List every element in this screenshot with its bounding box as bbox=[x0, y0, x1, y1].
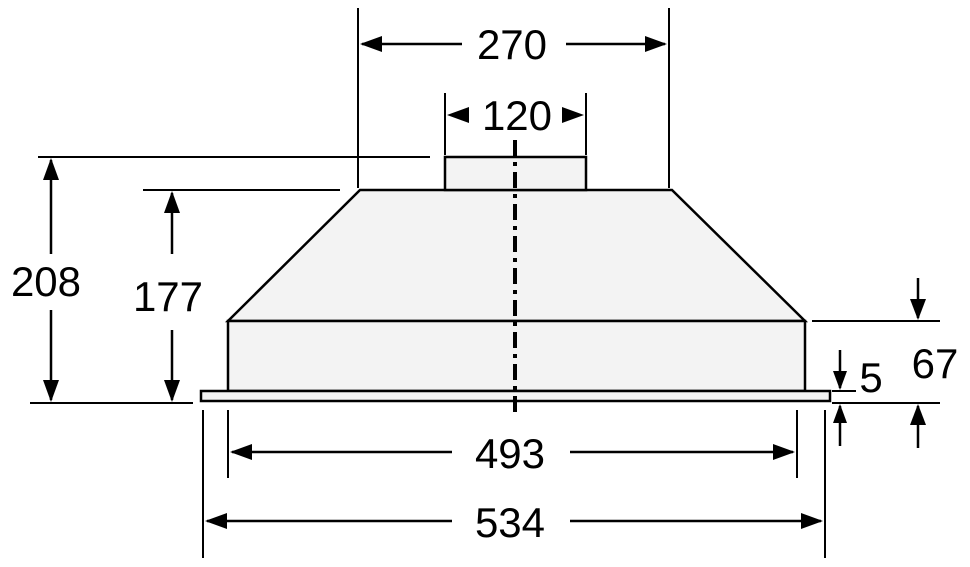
label-inner-width: 493 bbox=[475, 430, 545, 477]
dimension-inner-width: 493 bbox=[230, 430, 795, 477]
label-outlet-width: 120 bbox=[482, 92, 552, 139]
extension-lines bbox=[30, 8, 940, 558]
label-body-height: 177 bbox=[133, 273, 203, 320]
label-total-height: 208 bbox=[11, 258, 81, 305]
label-rim-height: 67 bbox=[912, 340, 959, 387]
label-outer-width: 534 bbox=[475, 499, 545, 546]
dimension-top-width: 270 bbox=[360, 21, 667, 68]
dimension-total-height: 208 bbox=[11, 158, 81, 402]
dimension-flange-thickness: 5 bbox=[833, 350, 883, 446]
label-top-width: 270 bbox=[477, 21, 547, 68]
dimension-outlet-width: 120 bbox=[447, 92, 584, 139]
dimension-body-height: 177 bbox=[133, 191, 203, 402]
label-flange-thickness: 5 bbox=[859, 354, 882, 401]
dimension-rim-height: 67 bbox=[910, 278, 958, 448]
dimension-outer-width: 534 bbox=[205, 499, 823, 546]
